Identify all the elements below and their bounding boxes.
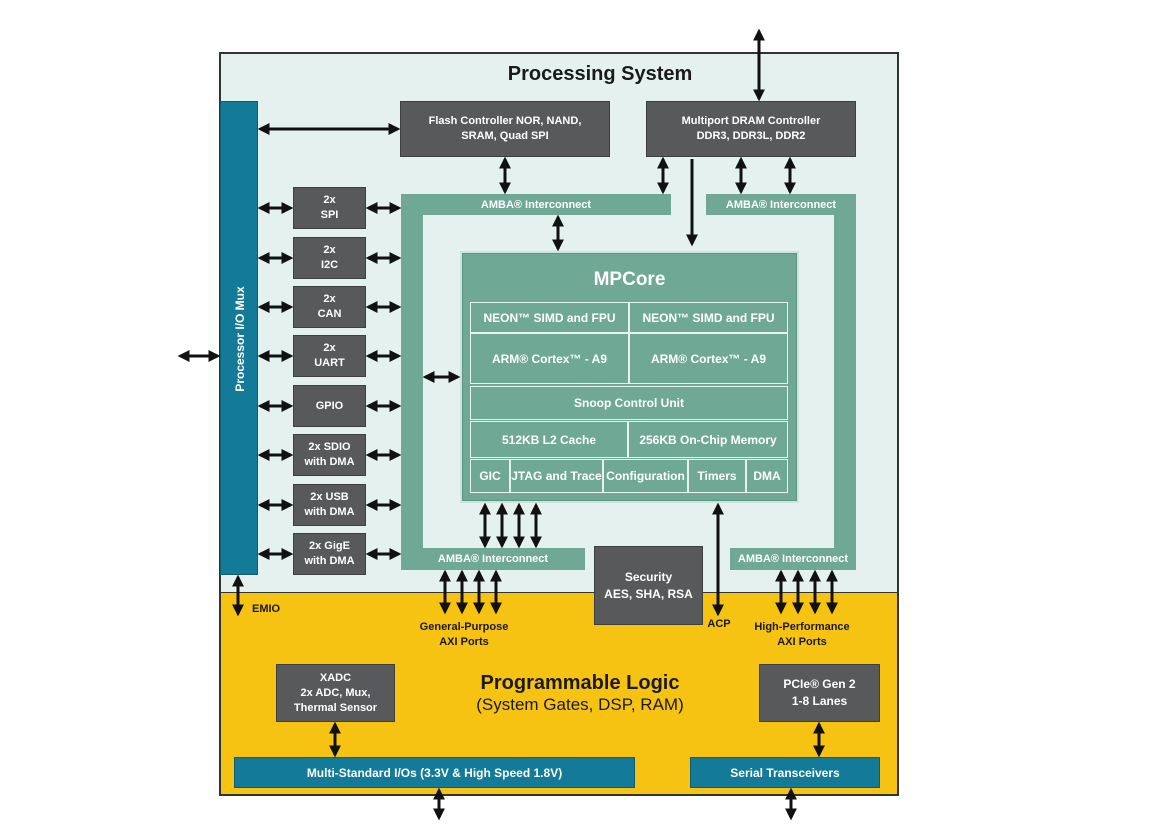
dram-controller-line-1: Multiport DRAM Controller (681, 115, 821, 127)
programmable-logic-title-block: Programmable Logic (System Gates, DSP, R… (430, 668, 730, 718)
mpcore-title: MPCore (593, 269, 666, 290)
peripheral-can: 2x CAN (293, 286, 366, 328)
mpcore-gic: GIC (470, 459, 510, 493)
amba-top-left-label: AMBA® Interconnect (480, 198, 592, 211)
peripheral-uart-line-2: UART (314, 357, 345, 369)
programmable-logic-subtitle: (System Gates, DSP, RAM) (476, 695, 684, 714)
peripheral-can-line-1: 2x (323, 293, 336, 305)
flash-controller-line-2: SRAM, Quad SPI (461, 130, 549, 142)
processing-system-title: Processing System (507, 62, 693, 85)
xadc-line-2: 2x ADC, Mux, (300, 686, 371, 699)
peripheral-i2c-line-2: I2C (320, 259, 339, 271)
l2-cache: 512KB L2 Cache (470, 421, 628, 458)
hp-axi-ports-label: High-Performance AXI Ports (740, 618, 864, 652)
arm-cortex-a9-1: ARM® Cortex™ - A9 (470, 333, 629, 384)
peripheral-usb-line-1: 2x USB (310, 491, 349, 503)
pcie-line-1: PCIe® Gen 2 (783, 677, 856, 691)
peripheral-spi: 2x SPI (293, 187, 366, 229)
mpcore-dma: DMA (746, 459, 788, 493)
amba-interconnect-bottom-right: AMBA® Interconnect (730, 548, 856, 570)
pcie-line-2: 1-8 Lanes (791, 694, 848, 708)
amba-left-vertical-bar (401, 194, 423, 570)
peripheral-uart-line-1: 2x (323, 342, 336, 354)
hp-axi-line-1: High-Performance (754, 621, 850, 633)
xadc-line-3: Thermal Sensor (293, 701, 378, 714)
neon-simd-fpu-2: NEON™ SIMD and FPU (629, 302, 788, 333)
programmable-logic-title: Programmable Logic (480, 672, 680, 694)
emio-label: EMIO (252, 603, 281, 615)
peripheral-sdio-line-1: 2x SDIO (308, 441, 351, 453)
peripheral-gpio-label: GPIO (315, 399, 344, 412)
amba-bottom-right-label: AMBA® Interconnect (737, 553, 849, 565)
peripheral-spi-line-1: 2x (323, 194, 336, 206)
amba-top-right-label: AMBA® Interconnect (725, 198, 837, 211)
dram-controller-block: Multiport DRAM Controller DDR3, DDR3L, D… (646, 101, 856, 157)
xadc-line-1: XADC (319, 671, 352, 684)
peripheral-sdio-line-2: with DMA (304, 456, 355, 468)
peripheral-i2c: 2x I2C (293, 237, 366, 279)
mpcore-jtag-trace: JTAG and Trace (510, 459, 603, 493)
gp-axi-ports-label: General-Purpose AXI Ports (396, 618, 532, 652)
amba-interconnect-top-right: AMBA® Interconnect (706, 194, 856, 215)
acp-label: ACP (707, 617, 731, 630)
peripheral-spi-line-2: SPI (320, 209, 339, 221)
processor-io-mux: Processor I/O Mux (220, 101, 258, 575)
peripheral-can-line-2: CAN (317, 308, 342, 320)
peripheral-gige: 2x GigE with DMA (293, 533, 366, 575)
flash-controller-line-1: Flash Controller NOR, NAND, (428, 115, 582, 127)
amba-right-vertical-bar (834, 194, 856, 570)
serial-transceivers-bar: Serial Transceivers (690, 757, 880, 788)
pcie-block: PCIe® Gen 2 1-8 Lanes (759, 664, 880, 722)
peripheral-sdio: 2x SDIO with DMA (293, 434, 366, 476)
peripheral-gpio: GPIO (293, 385, 366, 427)
dram-controller-line-2: DDR3, DDR3L, DDR2 (696, 130, 806, 142)
amba-interconnect-top-left: AMBA® Interconnect (401, 194, 671, 215)
security-line-1: Security (624, 569, 673, 584)
gp-axi-line-2: AXI Ports (439, 636, 489, 648)
hp-axi-line-2: AXI Ports (777, 636, 827, 648)
peripheral-i2c-line-1: 2x (323, 244, 336, 256)
mpcore-timers: Timers (688, 459, 746, 493)
gp-axi-line-1: General-Purpose (419, 621, 509, 633)
arm-cortex-a9-2: ARM® Cortex™ - A9 (629, 333, 788, 384)
security-block: Security AES, SHA, RSA (594, 546, 703, 625)
amba-interconnect-bottom-left: AMBA® Interconnect (401, 548, 585, 570)
xadc-block: XADC 2x ADC, Mux, Thermal Sensor (276, 664, 395, 722)
peripheral-gige-line-1: 2x GigE (309, 540, 350, 552)
peripheral-usb: 2x USB with DMA (293, 484, 366, 526)
multi-standard-io-bar: Multi-Standard I/Os (3.3V & High Speed 1… (234, 757, 635, 788)
flash-controller-block: Flash Controller NOR, NAND, SRAM, Quad S… (400, 101, 610, 157)
snoop-control-unit: Snoop Control Unit (470, 386, 788, 420)
security-line-2: AES, SHA, RSA (604, 586, 693, 601)
amba-bottom-left-label: AMBA® Interconnect (437, 553, 549, 565)
peripheral-uart: 2x UART (293, 335, 366, 377)
mpcore-configuration: Configuration (603, 459, 688, 493)
peripheral-gige-line-2: with DMA (304, 555, 355, 567)
peripheral-usb-line-2: with DMA (304, 506, 355, 518)
neon-simd-fpu-1: NEON™ SIMD and FPU (470, 302, 629, 333)
on-chip-memory: 256KB On-Chip Memory (628, 421, 788, 458)
